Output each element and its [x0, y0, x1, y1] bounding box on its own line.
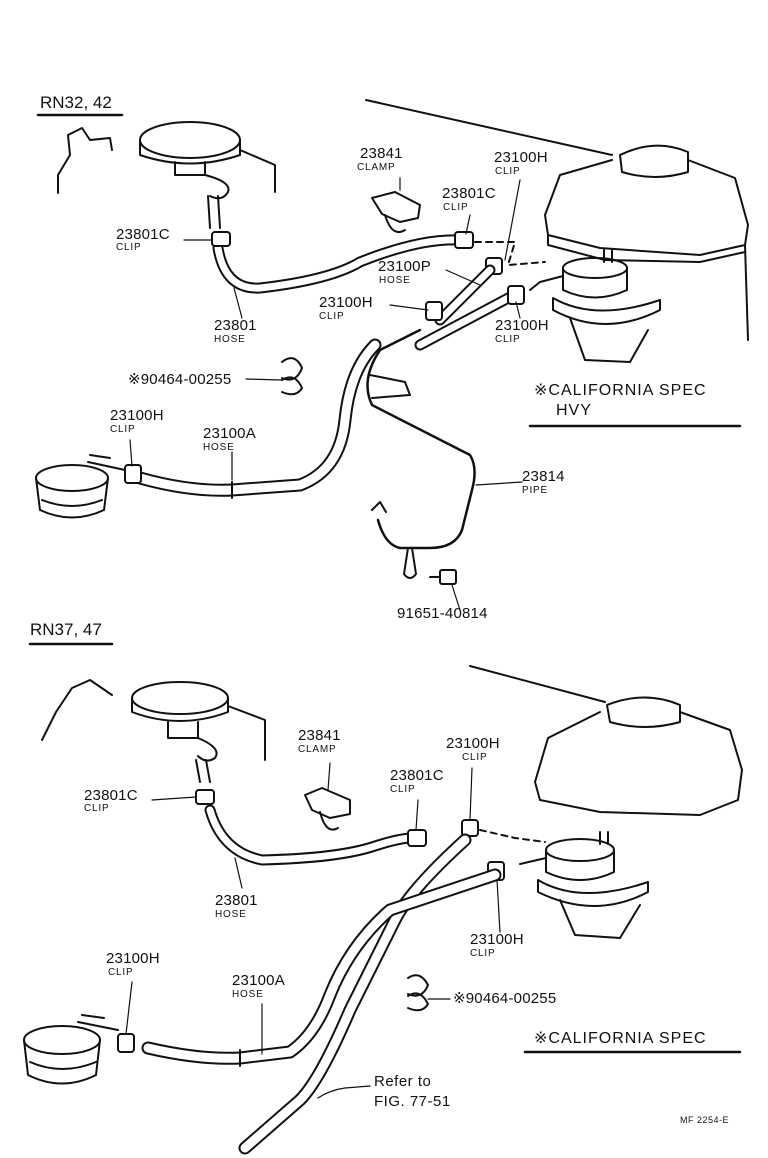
top-part-23100h-b-name: CLIP	[319, 311, 345, 322]
top-part-91651-label: 91651-40814	[397, 605, 488, 622]
bottom-part-23100a-name: HOSE	[232, 989, 264, 1000]
top-part-23841-name: CLAMP	[357, 162, 396, 173]
bottom-part-23100h-c-number: 23100H	[470, 931, 524, 948]
top-part-23801-number: 23801	[214, 317, 257, 334]
top-engine-outline-icon	[57, 121, 276, 229]
top-part-23100a-number: 23100A	[203, 425, 256, 442]
top-part-23100h-c-name: CLIP	[495, 334, 521, 345]
top-clip-23801c-left	[211, 231, 231, 247]
bottom-hose-23100a	[141, 868, 502, 1065]
bottom-clip-23100h-lower	[117, 1033, 135, 1053]
top-part-23801-name: HOSE	[214, 334, 246, 345]
top-part-23801c-b-number: 23801C	[442, 185, 496, 202]
bottom-dashed-connector	[479, 829, 546, 843]
bottom-part-23801-name: HOSE	[215, 909, 247, 920]
bottom-part-23841-number: 23841	[298, 727, 341, 744]
bottom-fuel-filter-icon	[23, 1014, 119, 1085]
top-hose-23100a	[133, 338, 382, 497]
top-clip-23100h-lower	[124, 464, 142, 484]
bottom-section-title: RN37, 47	[30, 620, 102, 639]
bottom-part-23801c-b-name: CLIP	[390, 784, 416, 795]
bottom-part-23100h-b-number: 23100H	[106, 950, 160, 967]
top-part-90464-label: ※90464-00255	[128, 371, 232, 388]
top-part-23100h-a-number: 23100H	[494, 149, 548, 166]
bottom-engine-outline-icon	[41, 679, 266, 783]
figure-code: MF 2254-E	[680, 1115, 730, 1125]
bottom-refer-line2: FIG. 77-51	[374, 1093, 451, 1110]
top-part-23100h-b-number: 23100H	[319, 294, 373, 311]
bottom-clamp-23841-icon	[304, 787, 351, 831]
top-spec-line2: HVY	[556, 402, 592, 419]
top-dashed-connector	[474, 241, 546, 266]
bottom-part-23100h-a-number: 23100H	[446, 735, 500, 752]
bottom-part-23841-name: CLAMP	[298, 744, 337, 755]
top-part-23814-number: 23814	[522, 468, 565, 485]
top-clip-23100h-mid	[425, 301, 443, 321]
top-part-23814-name: PIPE	[522, 485, 548, 496]
top-part-23100h-d-number: 23100H	[110, 407, 164, 424]
bottom-part-23801c-a-name: CLIP	[84, 803, 110, 814]
top-fuel-filter-icon	[35, 454, 126, 519]
bottom-part-23801c-a-number: 23801C	[84, 787, 138, 804]
bottom-part-23801c-b-number: 23801C	[390, 767, 444, 784]
bottom-part-90464-label: ※90464-00255	[453, 990, 557, 1007]
top-spec-line1: ※CALIFORNIA SPEC	[534, 382, 707, 399]
top-part-23801c-a-name: CLIP	[116, 242, 142, 253]
top-clip-23100h-right	[507, 285, 525, 305]
top-vacuum-device-icon	[529, 249, 661, 363]
top-section-title: RN32, 42	[40, 93, 112, 112]
top-part-23801c-a-number: 23801C	[116, 226, 170, 243]
top-part-23841-number: 23841	[360, 145, 403, 162]
bottom-part-23100h-b-name: CLIP	[108, 967, 134, 978]
top-clamp-23841-icon	[371, 191, 421, 234]
bottom-part-23100a-number: 23100A	[232, 972, 285, 989]
bottom-part-23100h-c-name: CLIP	[470, 948, 496, 959]
top-part-23100p-name: HOSE	[379, 275, 411, 286]
top-part-23801c-b-name: CLIP	[443, 202, 469, 213]
top-part-23100p-number: 23100P	[378, 258, 431, 275]
bottom-part-23100h-a-name: CLIP	[462, 752, 488, 763]
bottom-vacuum-device-icon	[519, 831, 649, 939]
top-clip-90464-icon	[281, 357, 303, 396]
bottom-clip-90464-icon	[407, 974, 429, 1012]
top-part-23100h-a-name: CLIP	[495, 166, 521, 177]
bottom-clip-23801c-right	[407, 829, 427, 847]
top-bolt-91651-icon	[371, 501, 457, 585]
bottom-refer-line1: Refer to	[374, 1073, 432, 1090]
bottom-clip-23801c-left	[195, 789, 215, 805]
top-part-23100h-c-number: 23100H	[495, 317, 549, 334]
top-clip-23801c-right	[454, 231, 474, 249]
top-tank-outline-icon	[365, 99, 749, 341]
top-part-23100a-name: HOSE	[203, 442, 235, 453]
bottom-part-23801-number: 23801	[215, 892, 258, 909]
top-part-23100h-d-name: CLIP	[110, 424, 136, 435]
bottom-spec-label: ※CALIFORNIA SPEC	[534, 1030, 707, 1047]
bottom-tank-outline-icon	[469, 665, 743, 816]
